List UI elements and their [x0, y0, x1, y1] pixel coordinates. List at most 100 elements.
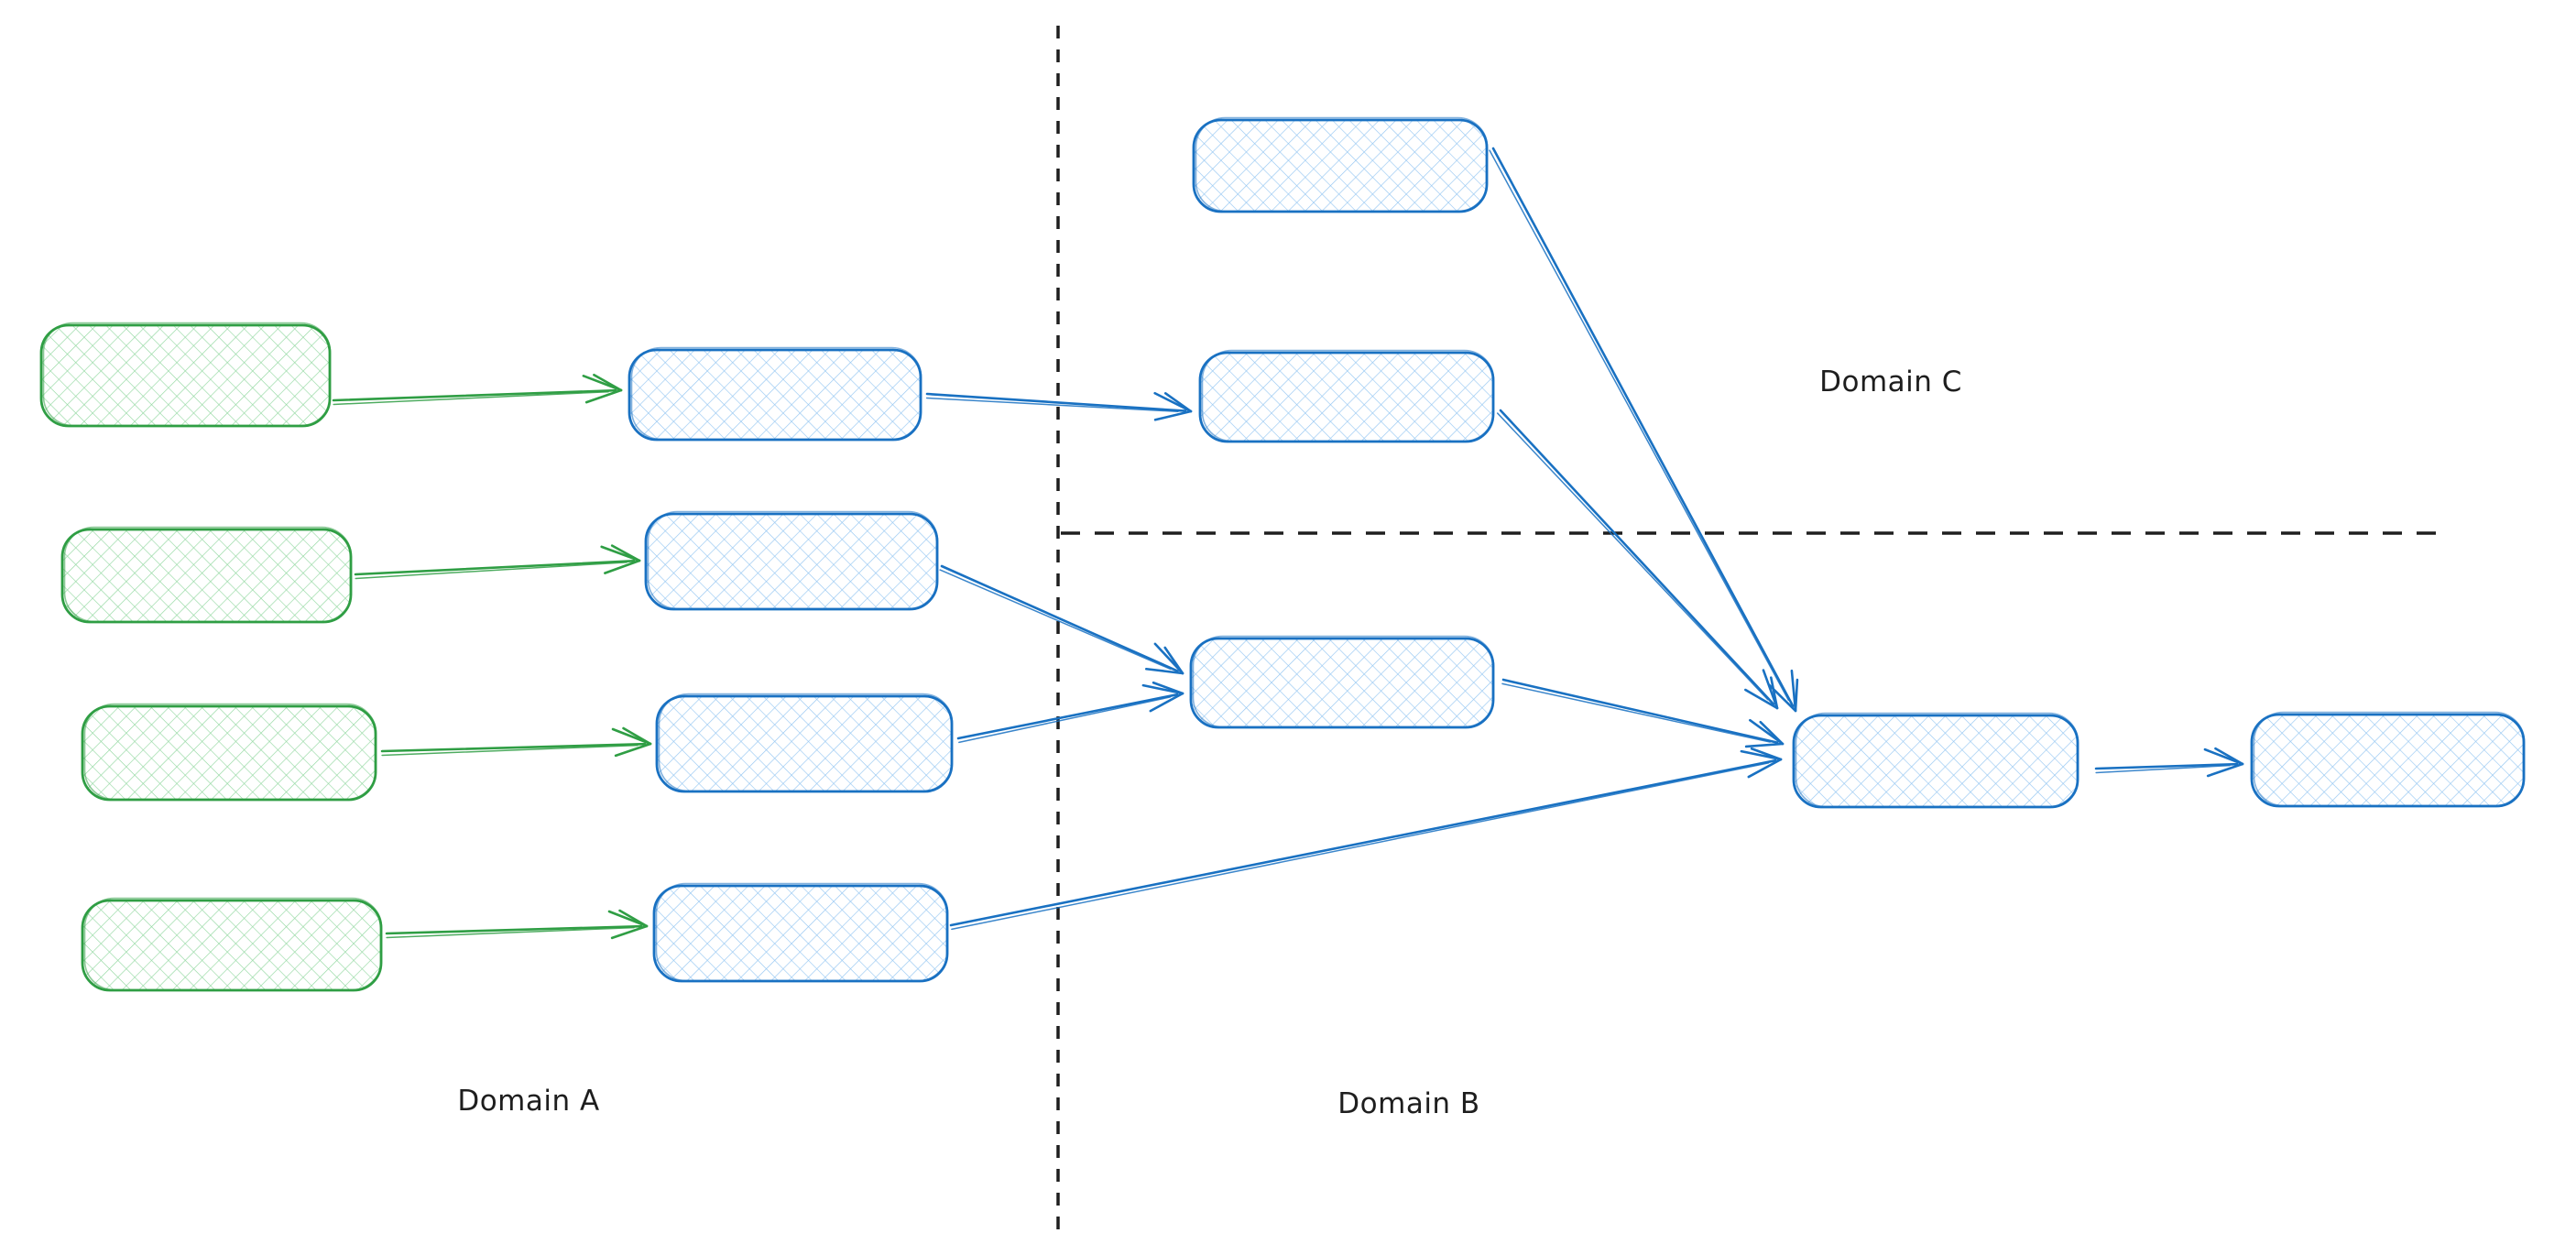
edge-b1-to-hub-shaft: [1499, 409, 1775, 705]
edge-a4-to-hub-shaft: [949, 758, 1777, 927]
edge-b1-to-hub-shaft-echo: [1496, 412, 1769, 701]
edge-green1-to-a1-arrowhead: [593, 373, 623, 392]
green-source-4: [81, 897, 383, 992]
domain-b-hub-node-sketch-echo: [1795, 712, 2079, 808]
edge-a1-to-b1-shaft-echo: [925, 397, 1179, 413]
domain-c-label: Domain C: [1819, 366, 1962, 398]
edge-a3-to-b2-arrowhead: [1152, 681, 1184, 695]
edge-green2-to-a2-arrowhead: [610, 544, 641, 562]
edge-green1-to-a1-shaft-echo: [333, 390, 609, 406]
domain-a-node-1-sketch-echo: [630, 346, 922, 441]
green-source-4-shape: [81, 899, 383, 992]
domain-b-label: Domain B: [1337, 1087, 1480, 1120]
domain-a-node-3-shape: [655, 694, 954, 793]
green-source-3-shape: [81, 704, 377, 802]
green-source-3: [81, 703, 377, 802]
domain-b-node-1-sketch-echo: [1201, 349, 1495, 442]
domain-b-output-node-shape: [2250, 713, 2526, 808]
edge-a2-to-b2-shaft-echo: [939, 569, 1172, 671]
domain-c-node-shape: [1192, 118, 1489, 213]
edge-b2-to-hub: [1501, 678, 1785, 748]
edge-green2-to-a2-shaft: [354, 559, 636, 576]
edge-green2-to-a2-shaft-echo: [355, 562, 628, 580]
green-source-2-sketch-echo: [63, 526, 353, 623]
edge-green1-to-a1-arrowhead: [584, 388, 623, 404]
edge-green3-to-a3: [380, 726, 652, 758]
green-source-1-shape: [39, 323, 332, 428]
edge-c-to-hub: [1489, 147, 1799, 713]
domain-a-node-3-sketch-echo: [658, 693, 954, 792]
edge-green1-to-a1: [332, 373, 623, 406]
green-source-2-shape: [60, 528, 353, 624]
edge-hub-to-out-arrowhead: [2214, 747, 2244, 766]
edge-green3-to-a3-shaft-echo: [381, 744, 639, 757]
edge-b1-to-hub-arrowhead: [1744, 688, 1779, 710]
domain-b-node-2-sketch-echo: [1192, 635, 1495, 728]
edge-green3-to-a3-shaft: [380, 742, 647, 753]
green-source-1-sketch-echo: [42, 322, 332, 427]
edge-green3-to-a3-arrowhead: [622, 726, 652, 746]
edge-hub-to-out: [2094, 747, 2244, 778]
domain-b-node-1-shape: [1198, 351, 1495, 443]
edge-a4-to-hub-arrowhead: [1747, 758, 1783, 779]
edge-green3-to-a3-arrowhead: [614, 742, 652, 758]
edge-green2-to-a2: [354, 544, 641, 580]
domain-a-node-2-shape: [644, 512, 939, 611]
domain-a-node-4-shape: [652, 884, 949, 983]
domain-b-output-node-sketch-echo: [2253, 711, 2526, 807]
edge-a2-to-b2-arrowhead: [1163, 646, 1184, 675]
domain-c-node: [1192, 116, 1489, 213]
edge-green4-to-a4: [385, 909, 649, 940]
domain-b-node-1: [1198, 349, 1495, 443]
edge-b1-to-hub-arrowhead: [1769, 676, 1779, 710]
edge-b2-to-hub-shaft: [1501, 678, 1779, 744]
edge-a1-to-b1-arrowhead: [1153, 409, 1193, 421]
edge-a3-to-b2: [956, 681, 1184, 744]
edge-a4-to-hub: [949, 747, 1783, 931]
domain-a-node-3: [655, 693, 954, 793]
green-source-3-sketch-echo: [83, 703, 377, 801]
domain-b-hub-node-shape: [1792, 714, 2079, 809]
edge-hub-to-out-shaft: [2094, 762, 2239, 770]
green-source-4-sketch-echo: [83, 897, 383, 991]
edge-green1-to-a1-shaft: [332, 388, 617, 402]
domain-b-node-2-shape: [1189, 637, 1495, 729]
edge-green2-to-a2-arrowhead: [604, 559, 641, 574]
edge-b1-to-hub: [1496, 409, 1779, 710]
domain-a-node-4: [652, 882, 949, 983]
domain-a-label: Domain A: [457, 1085, 600, 1118]
divider-layer: [1056, 26, 2446, 1237]
edge-b2-to-hub-shaft-echo: [1501, 682, 1771, 743]
domain-a-node-1: [628, 346, 922, 442]
edge-hub-to-out-shaft-echo: [2095, 764, 2231, 774]
edge-b2-to-hub-arrowhead: [1759, 720, 1785, 746]
edge-c-to-hub-arrowhead: [1794, 678, 1799, 713]
domain-a-node-1-shape: [628, 348, 922, 442]
edge-green4-to-a4-shaft: [385, 924, 643, 935]
edge-a2-to-b2-shaft: [940, 564, 1179, 672]
edge-c-to-hub-shaft-echo: [1489, 149, 1790, 701]
node-layer: [39, 116, 2526, 992]
edge-green4-to-a4-arrowhead: [618, 909, 649, 928]
domain-b-node-2: [1189, 635, 1495, 729]
domain-c-node-sketch-echo: [1195, 116, 1489, 213]
edge-a3-to-b2-arrowhead: [1149, 692, 1184, 713]
edge-a1-to-b1: [925, 391, 1193, 421]
domain-b-hub-node: [1792, 712, 2079, 809]
edge-c-to-hub-shaft: [1491, 147, 1795, 708]
domain-a-node-2: [644, 510, 939, 611]
edge-green4-to-a4-arrowhead: [610, 924, 649, 940]
edge-layer: [332, 147, 2244, 940]
edge-a2-to-b2-arrowhead: [1144, 667, 1184, 675]
domain-a-node-4-sketch-echo: [655, 882, 949, 982]
edge-a3-to-b2-shaft-echo: [958, 696, 1172, 744]
edge-green4-to-a4-shaft-echo: [386, 926, 635, 939]
edge-b2-to-hub-arrowhead: [1744, 742, 1785, 748]
edge-a4-to-hub-arrowhead: [1750, 747, 1783, 761]
edge-hub-to-out-arrowhead: [2206, 762, 2244, 778]
edge-a3-to-b2-shaft: [956, 693, 1179, 740]
edge-a4-to-hub-shaft-echo: [951, 762, 1770, 931]
edge-a1-to-b1-arrowhead: [1163, 392, 1193, 413]
